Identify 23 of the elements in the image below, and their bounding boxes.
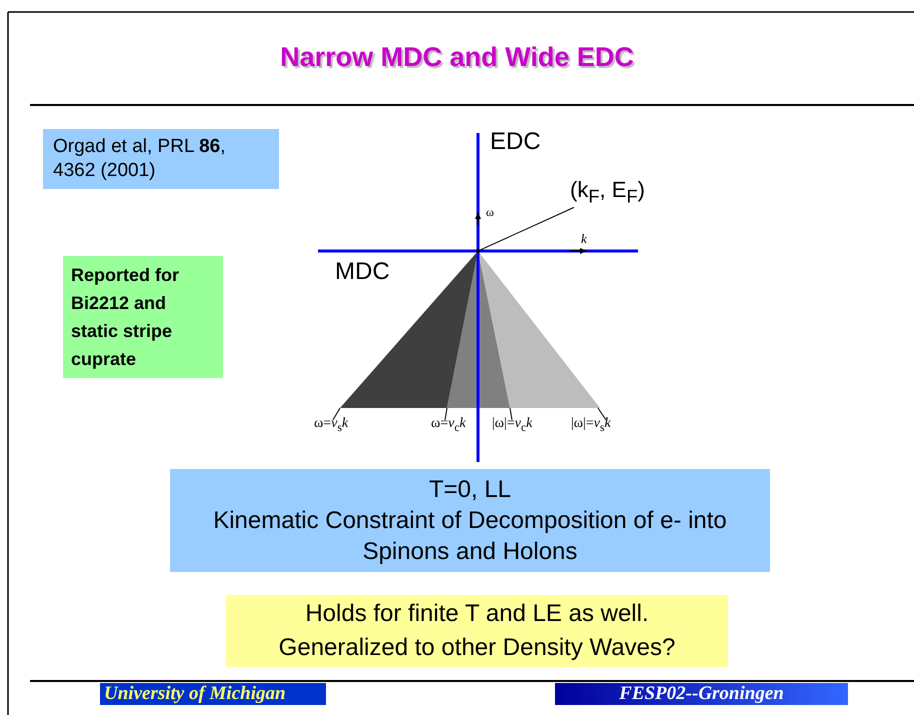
axis-label: EDC [490,128,541,156]
footer-banner: University of Michigan [100,683,326,705]
leader-line [480,206,575,251]
note-box [63,256,223,378]
point-label: (k$_{F}$, E$_{F}$) [570,177,645,208]
statement-heading: T=0, LL [428,475,512,505]
citation-text: Orgad et al, PRL 86, 4362 (2001) [53,135,227,183]
footer-banner: FESP02--Groningen [555,683,848,705]
formula-label: ω=v$_{s}$k [314,416,348,434]
slide-title: Narrow MDC and Wide EDC [280,42,634,72]
formula-label: |ω|=v$_{c}$k [492,416,532,434]
axis-label: ω [486,205,494,220]
note-text: Reported for Bi2212 and static stripe cuprate [71,264,180,371]
remark-text: Holds for finite T and LE as well. Generalized to other Density Waves? [278,599,676,663]
cone-apex-point [476,249,480,253]
formula-label: ω=v$_{c}$k [431,416,466,434]
remark-box [226,595,728,667]
axis-label: MDC [335,258,390,286]
citation-box [43,129,279,189]
statement-box [170,469,770,572]
formula-label: |ω|=v$_{s}$k [571,416,611,434]
axis-label: k [581,231,587,247]
statement-text: Kinematic Constraint of Decomposition of e- into Spinons and Holons [212,506,728,567]
